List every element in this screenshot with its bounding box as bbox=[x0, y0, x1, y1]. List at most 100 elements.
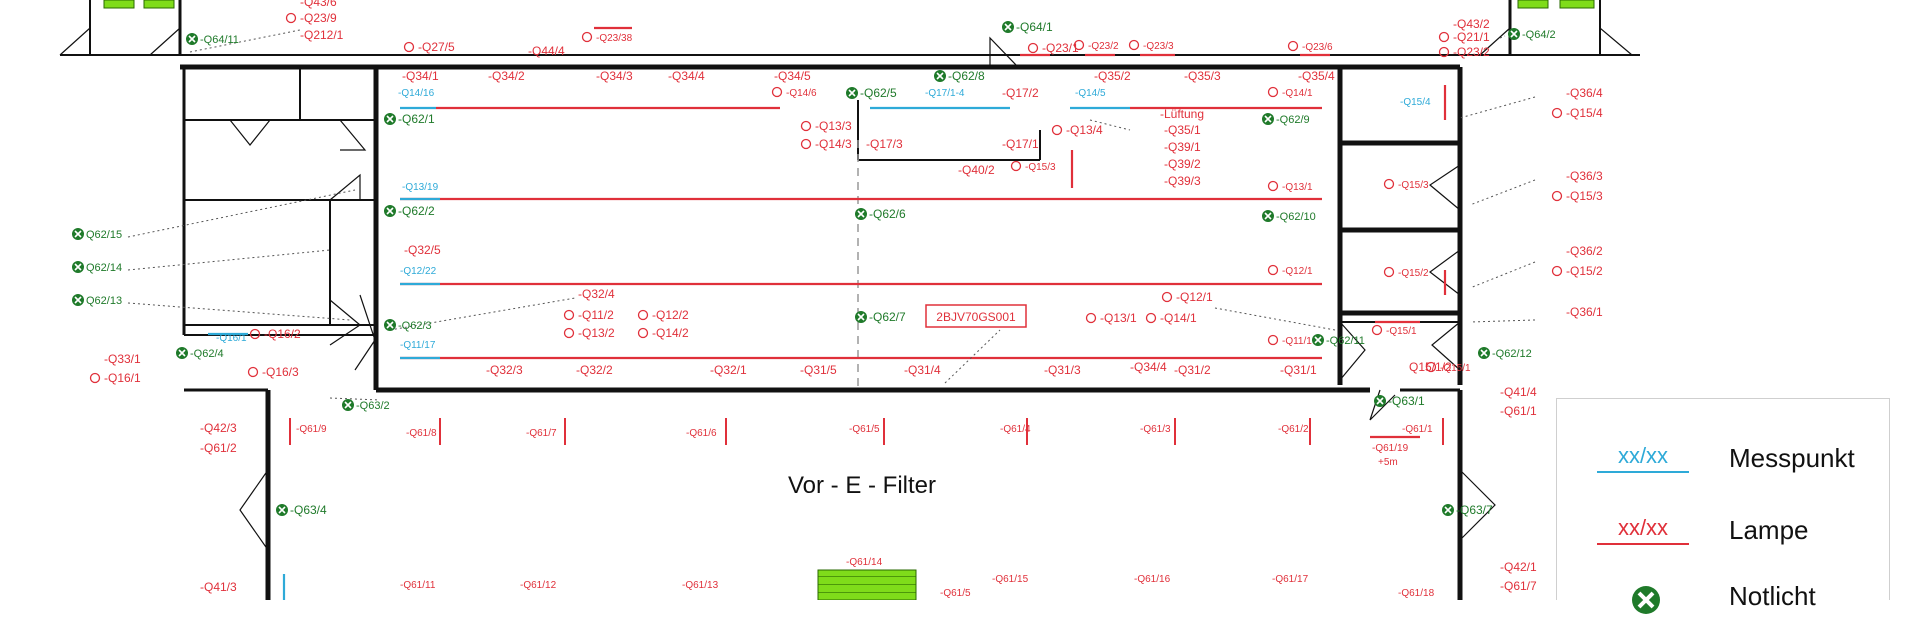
plan-label: -Q62/6 bbox=[869, 207, 906, 221]
notlicht-icon bbox=[1312, 334, 1324, 346]
plan-label: -Q23/2 bbox=[1453, 45, 1490, 59]
measure-lines bbox=[208, 106, 1130, 600]
legend-row-lampe: xx/xx Lampe bbox=[1557, 511, 1889, 551]
plan-label: -Q15/1 bbox=[1440, 363, 1471, 374]
lamp-ring-icon bbox=[800, 120, 812, 132]
notlicht-icon bbox=[1002, 21, 1014, 33]
plan-label: -Q63/2 bbox=[356, 400, 390, 412]
stair-top-right bbox=[1517, 0, 1549, 9]
equipment-box bbox=[925, 304, 1027, 328]
plan-label: -Q15/1 bbox=[1386, 326, 1417, 337]
plan-labels: -Q43/6-Q23/9-Q212/1-Q64/11-Q27/5-Q44/4-Q… bbox=[72, 0, 1603, 599]
plan-label: -Q43/2 bbox=[1453, 17, 1490, 31]
plan-label: -Q61/2 bbox=[1278, 424, 1309, 435]
plan-label: -Q64/1 bbox=[1016, 20, 1053, 34]
plan-label: -Q44/4 bbox=[528, 44, 565, 58]
lamp-ring-icon bbox=[1551, 107, 1563, 119]
legend-messpunkt-symbol: xx/xx bbox=[1617, 443, 1669, 468]
plan-label: -Q11/1 bbox=[1282, 336, 1312, 347]
plan-label: -Q61/11 bbox=[400, 580, 436, 591]
plan-label: -Q31/3 bbox=[1044, 363, 1081, 377]
plan-label: -Q42/3 bbox=[200, 421, 237, 435]
plan-label: -Q63/1 bbox=[1388, 394, 1425, 408]
plan-label: +5m bbox=[1378, 457, 1398, 468]
plan-label: -Q14/16 bbox=[398, 88, 435, 99]
plan-label: -Q61/13 bbox=[682, 580, 719, 591]
plan-label: -Q13/2 bbox=[578, 326, 615, 340]
plan-label: -Q27/5 bbox=[418, 40, 455, 54]
plan-label: -Q23/6 bbox=[1302, 42, 1333, 53]
plan-label: -Q15/4 bbox=[1566, 106, 1603, 120]
plan-label: -Q12/1 bbox=[1282, 266, 1313, 277]
plan-label: -Q61/2 bbox=[200, 441, 237, 455]
plan-label: -Q31/5 bbox=[800, 363, 837, 377]
notlicht-icon bbox=[384, 319, 396, 331]
plan-label: -Q14/5 bbox=[1075, 88, 1106, 99]
plan-label: -Q23/9 bbox=[300, 11, 337, 25]
notlicht-icon bbox=[72, 228, 84, 240]
plan-label: -Q34/5 bbox=[774, 69, 811, 83]
plan-label: -Q31/4 bbox=[904, 363, 941, 377]
plan-label: -Q17/1 bbox=[1002, 137, 1039, 151]
plan-label: -Q33/1 bbox=[104, 352, 141, 366]
plan-label: -Q32/3 bbox=[486, 363, 523, 377]
lamp-ring-icon bbox=[1425, 361, 1437, 373]
plan-label: -Q13/4 bbox=[1066, 123, 1103, 137]
lamp-ring-icon bbox=[581, 31, 593, 43]
plan-label: -Q17/3 bbox=[866, 137, 903, 151]
plan-label: -Q41/4 bbox=[1500, 385, 1537, 399]
plan-label: -Q36/4 bbox=[1566, 86, 1603, 100]
notlicht-icon bbox=[72, 261, 84, 273]
plan-label: -Q15/4 bbox=[1400, 97, 1431, 108]
lamp-ring-icon bbox=[1027, 42, 1039, 54]
plan-label: -Q21/1 bbox=[1453, 30, 1490, 44]
plan-label: -Q212/1 bbox=[300, 28, 344, 42]
lamp-lines bbox=[400, 26, 1447, 439]
lamp-ring-icon bbox=[1128, 39, 1140, 51]
plan-label: -Q61/12 bbox=[520, 580, 557, 591]
plan-label: -Q63/7 bbox=[1456, 503, 1493, 517]
plan-label: -Q43/6 bbox=[300, 0, 337, 9]
lamp-ring-icon bbox=[1383, 178, 1395, 190]
plan-label: -Q35/3 bbox=[1184, 69, 1221, 83]
lamp-ring-icon bbox=[1371, 324, 1383, 336]
plan-label: -Q16/1 bbox=[216, 333, 247, 344]
plan-label: -Q61/16 bbox=[1134, 574, 1171, 585]
stair-bottom bbox=[817, 569, 917, 600]
plan-label: Q15/1/2 bbox=[1409, 360, 1452, 374]
plan-label: -Q62/7 bbox=[869, 310, 906, 324]
notlicht-icon bbox=[186, 33, 198, 45]
plan-label: -Q39/2 bbox=[1164, 157, 1201, 171]
plan-label: -Q39/3 bbox=[1164, 174, 1201, 188]
plan-label: -Q32/2 bbox=[576, 363, 613, 377]
plan-label: -Q32/5 bbox=[404, 243, 441, 257]
lamp-ring-icon bbox=[563, 309, 575, 321]
plan-label: -Q61/7 bbox=[1500, 579, 1537, 593]
plan-label: -Q61/14 bbox=[846, 557, 883, 568]
plan-label: -Q61/15 bbox=[992, 574, 1029, 585]
lamp-ring-icon bbox=[285, 12, 297, 24]
plan-label: -Q61/5 bbox=[940, 588, 971, 599]
notlicht-icon bbox=[384, 205, 396, 217]
plan-label: -Q15/3 bbox=[1398, 180, 1429, 191]
lamp-ring-icon bbox=[1267, 86, 1279, 98]
plan-label: Q62/15 bbox=[86, 229, 122, 241]
plan-label: -Q62/9 bbox=[1276, 114, 1310, 126]
legend-messpunkt-label: Messpunkt bbox=[1729, 443, 1855, 473]
plan-label: -Q14/3 bbox=[815, 137, 852, 151]
plan-label: -Q14/6 bbox=[786, 88, 817, 99]
plan-label: -Q41/3 bbox=[200, 580, 237, 594]
legend-notlicht-label: Notlicht bbox=[1729, 581, 1816, 611]
walls bbox=[60, 0, 1640, 600]
lamp-ring-icon bbox=[1051, 124, 1063, 136]
plan-label: -Q36/3 bbox=[1566, 169, 1603, 183]
lamp-ring-icon bbox=[249, 328, 261, 340]
plan-label: -Q61/4 bbox=[1000, 424, 1031, 435]
plan-label: -Q62/8 bbox=[948, 69, 985, 83]
room-label: Vor - E - Filter bbox=[788, 472, 936, 499]
plan-label: -Q15/3 bbox=[1566, 189, 1603, 203]
plan-label: -Q35/2 bbox=[1094, 69, 1131, 83]
plan-label: -Q61/3 bbox=[1140, 424, 1171, 435]
plan-label: -Q61/9 bbox=[296, 424, 327, 435]
plan-label: -Q34/4 bbox=[668, 69, 705, 83]
